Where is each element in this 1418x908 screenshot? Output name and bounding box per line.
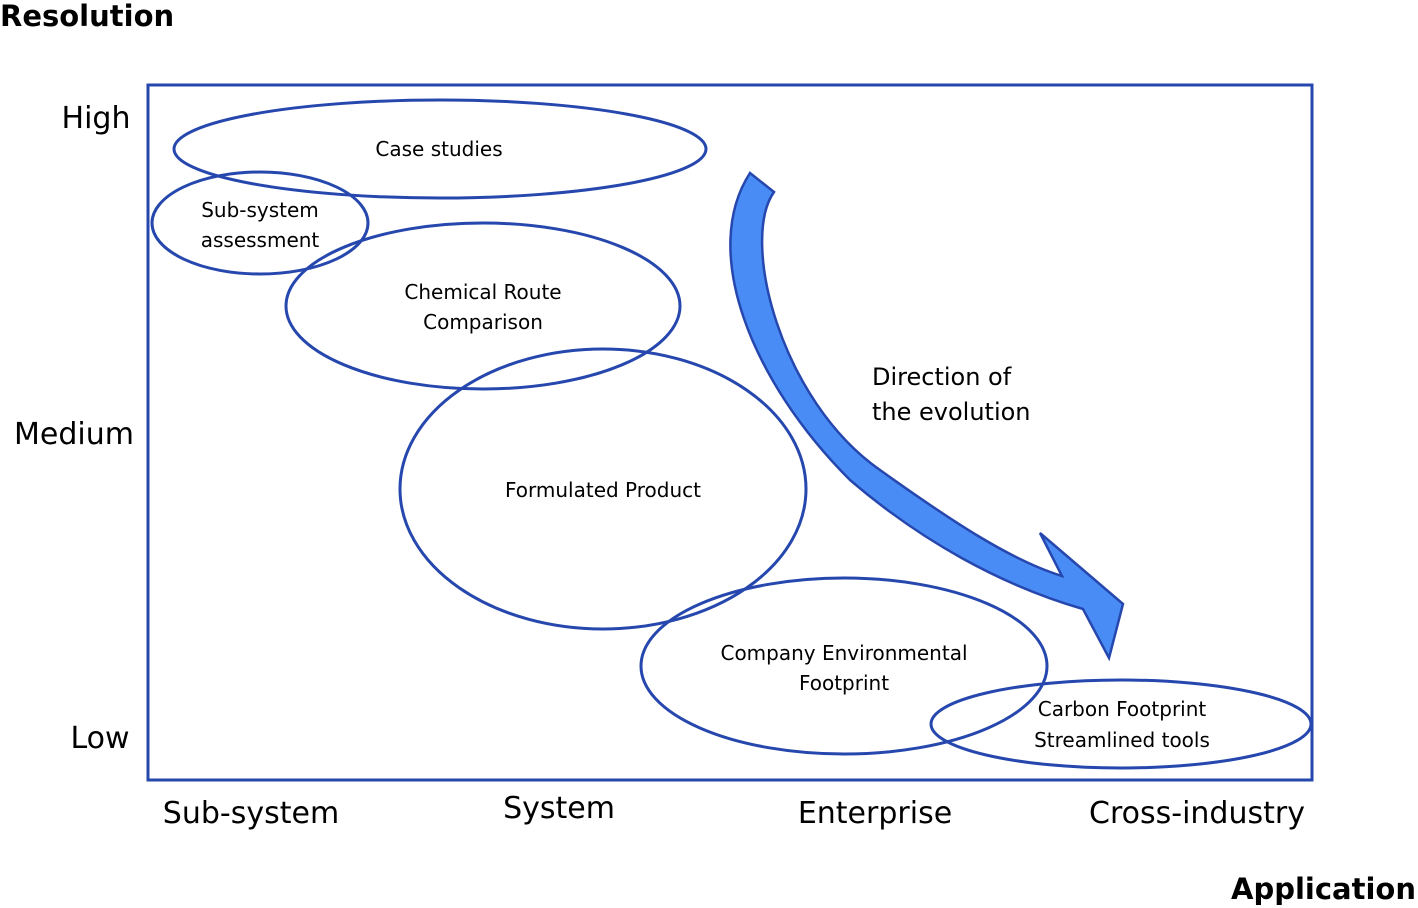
chemical-route-comparison-label-line2: Comparison xyxy=(423,310,543,334)
company-environmental-footprint-ellipse xyxy=(639,576,1049,756)
x-axis-title: Application xyxy=(1231,872,1416,906)
evolution-arrow-icon xyxy=(729,171,1125,662)
x-tick-sub-system: Sub-system xyxy=(163,796,339,831)
company-environmental-footprint-label-line1: Company Environmental xyxy=(720,641,967,665)
x-tick-enterprise: Enterprise xyxy=(798,796,952,831)
carbon-footprint-streamlined-tools-label-line2: Streamlined tools xyxy=(1034,728,1210,752)
formulated-product-label: Formulated Product xyxy=(505,478,701,502)
formulated-product-ellipse xyxy=(398,347,808,631)
case-studies-ellipse xyxy=(172,98,708,200)
sub-system-assessment-ellipse xyxy=(150,170,370,276)
chemical-route-comparison-label-line1: Chemical Route xyxy=(404,280,561,304)
y-tick-medium: Medium xyxy=(14,417,134,452)
arrow-label-line2: the evolution xyxy=(872,398,1031,426)
case-studies-label: Case studies xyxy=(375,137,502,161)
y-tick-high: High xyxy=(62,101,131,136)
carbon-footprint-streamlined-tools-ellipse xyxy=(929,678,1313,770)
y-tick-low: Low xyxy=(70,721,129,756)
plot-frame xyxy=(146,83,1314,782)
chemical-route-comparison-ellipse xyxy=(284,221,682,391)
arrow-label-line1: Direction of xyxy=(872,363,1012,391)
carbon-footprint-streamlined-tools-label-line1: Carbon Footprint xyxy=(1038,697,1207,721)
x-tick-system: System xyxy=(503,791,615,826)
sub-system-assessment-label-line1: Sub-system xyxy=(201,198,319,222)
sub-system-assessment-label-line2: assessment xyxy=(201,228,320,252)
company-environmental-footprint-label-line2: Footprint xyxy=(799,671,889,695)
y-axis-title: Resolution xyxy=(0,0,174,33)
x-tick-cross-industry: Cross-industry xyxy=(1089,796,1305,831)
